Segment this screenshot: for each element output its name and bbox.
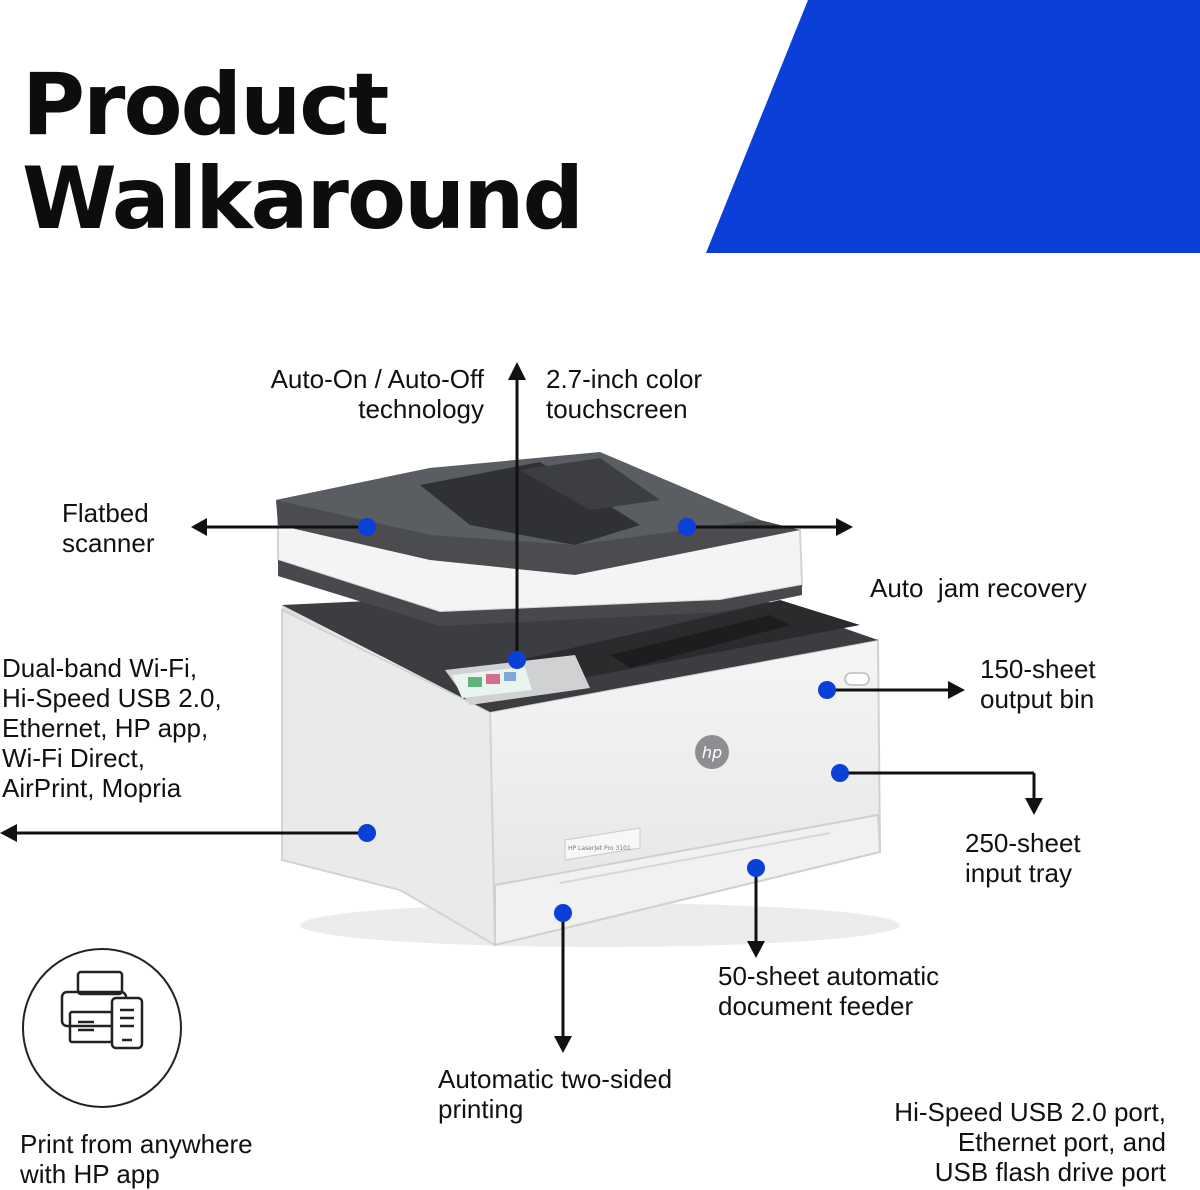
printer-phone-icon xyxy=(60,970,144,1050)
marker-duplex xyxy=(554,904,572,922)
callout-touchscreen: 2.7-inch color touchscreen xyxy=(546,364,703,424)
callout-input-tray: 250-sheet input tray xyxy=(965,828,1081,888)
hp-app-badge xyxy=(22,948,182,1108)
page-title: Product Walkaround xyxy=(22,55,584,249)
callout-connectivity: Dual-band Wi-Fi, Hi-Speed USB 2.0, Ether… xyxy=(2,653,222,803)
accent-parallelogram xyxy=(706,0,1200,253)
callout-flatbed-scanner: Flatbed scanner xyxy=(62,498,155,558)
accent-banner xyxy=(706,0,1200,253)
callout-auto-on-off: Auto-On / Auto-Off technology xyxy=(270,364,484,424)
callout-adf: 50-sheet automatic document feeder xyxy=(718,961,940,1021)
input-tray xyxy=(494,813,882,947)
marker-flatbed xyxy=(358,518,376,536)
adf-input-tray xyxy=(420,462,640,545)
callout-duplex: Automatic two-sided printing xyxy=(438,1064,673,1124)
marker-input-tray xyxy=(831,764,849,782)
marker-touchscreen xyxy=(508,651,526,669)
callout-jam-recovery: Auto jam recovery xyxy=(870,573,1087,603)
hp-logo-text: hp xyxy=(702,743,722,762)
marker-output-bin xyxy=(818,681,836,699)
callout-output-bin: 150-sheet output bin xyxy=(980,654,1096,714)
callout-ports: Hi-Speed USB 2.0 port, Ethernet port, an… xyxy=(894,1097,1166,1187)
marker-jam-recovery xyxy=(678,518,696,536)
app-caption: Print from anywhere with HP app xyxy=(20,1129,253,1189)
marker-connectivity xyxy=(358,824,376,842)
hp-logo xyxy=(695,735,729,769)
marker-adf xyxy=(747,859,765,877)
model-plate-text: HP LaserJet Pro 3101 xyxy=(568,845,631,852)
